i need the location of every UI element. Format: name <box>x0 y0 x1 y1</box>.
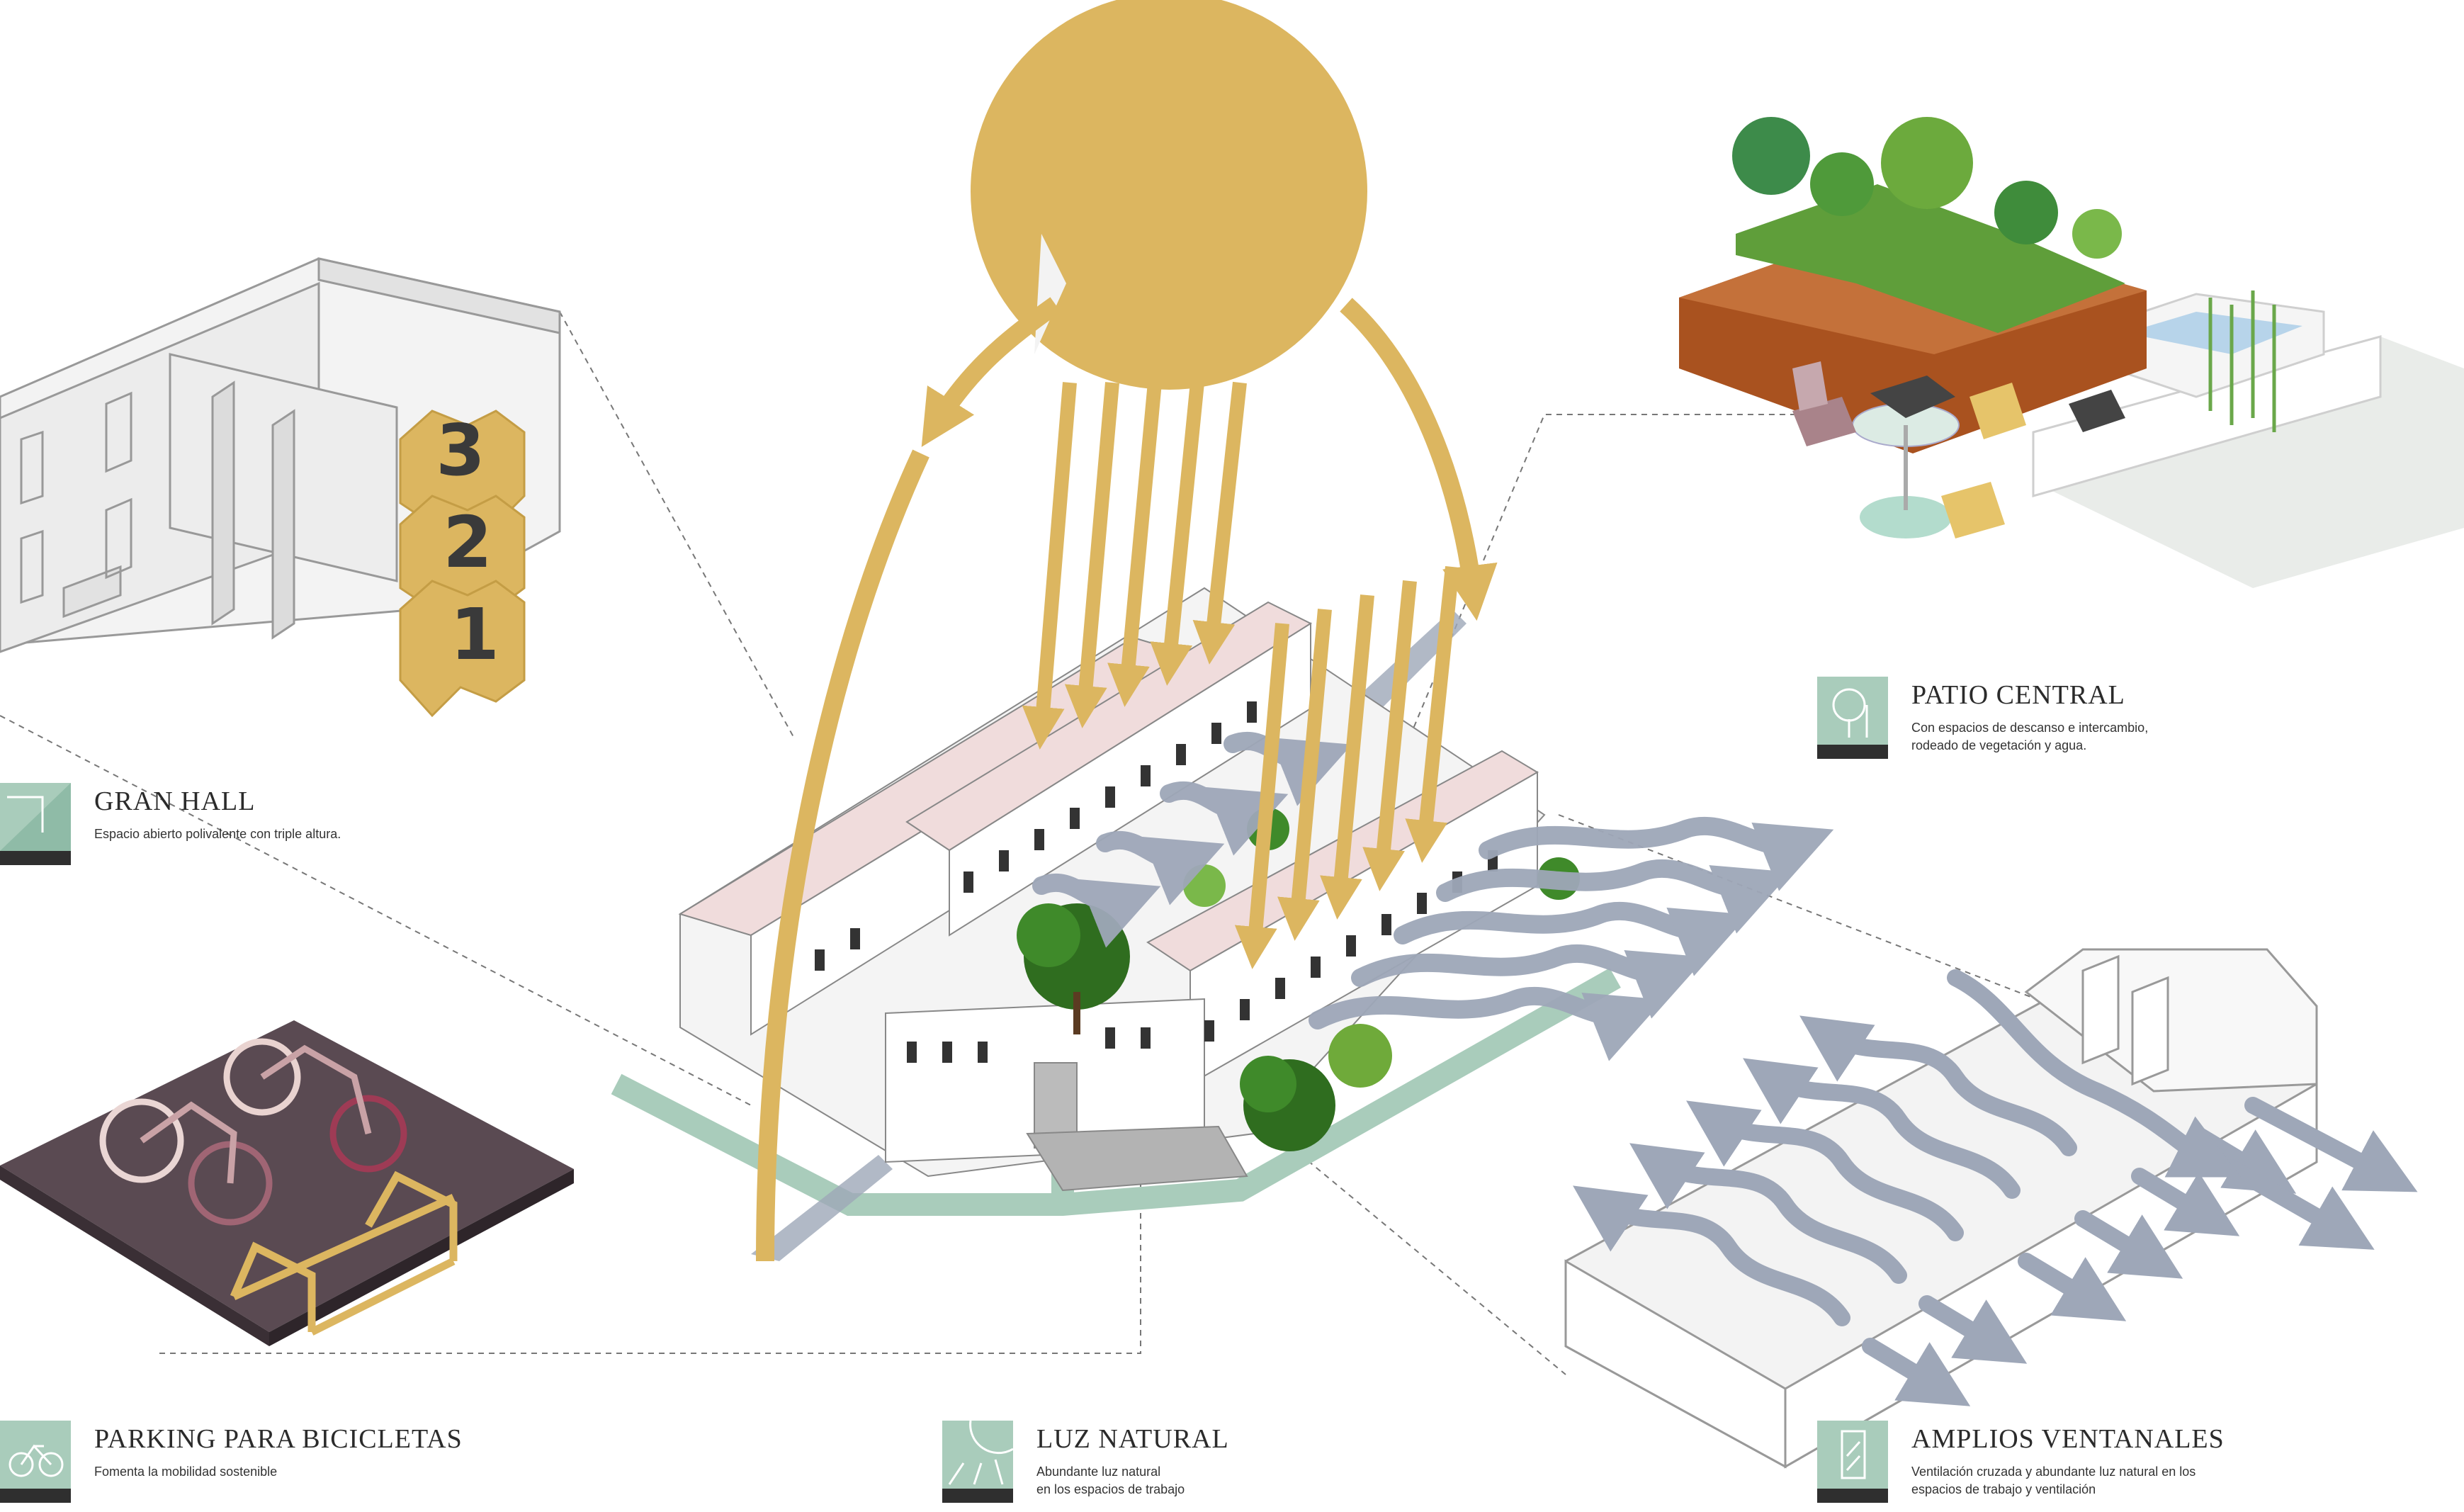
main-building <box>678 587 1546 1192</box>
card-patio-central: PATIO CENTRAL Con espacios de descanso e… <box>1817 677 2455 769</box>
parking-title: PARKING PARA BICICLETAS <box>94 1424 463 1454</box>
luz-natural-description: Abundante luz natural en los espacios de… <box>1036 1465 1185 1496</box>
card-gran-hall: GRAN HALL Espacio abierto polivalente co… <box>0 783 496 875</box>
sun-icon <box>942 1421 1013 1503</box>
gran-hall-description: Espacio abierto polivalente con triple a… <box>94 827 341 841</box>
patio-central-description: Con espacios de descanso e intercambio, … <box>1911 721 2149 752</box>
parking-description: Fomenta la mobilidad sostenible <box>94 1465 278 1479</box>
ventanales-description: Ventilación cruzada y abundante luz natu… <box>1911 1465 2196 1496</box>
sun-arc-left-tall <box>756 449 929 1262</box>
sun-arcs <box>921 297 1498 621</box>
wind-arrows-plan <box>1573 969 2418 1406</box>
gran-hall-title: GRAN HALL <box>94 786 256 816</box>
ground-strip <box>751 1155 893 1261</box>
hall-icon <box>0 783 71 865</box>
floor-number-1: 1 <box>450 593 499 676</box>
floor-tiles: 3 2 1 <box>399 409 526 718</box>
building-windows <box>779 701 1498 1063</box>
bicycle-icon <box>0 1421 71 1503</box>
wind-arrows-building <box>1032 731 1834 1061</box>
patio-illustration <box>1679 117 2464 588</box>
sun-rays <box>1022 381 1459 969</box>
card-ventanales: AMPLIOS VENTANALES Ventilación cruzada y… <box>1817 1421 2455 1512</box>
patio-central-title: PATIO CENTRAL <box>1911 680 2125 710</box>
card-luz-natural: LUZ NATURAL Abundante luz natural en los… <box>942 1421 1438 1512</box>
floor-number-3: 3 <box>436 409 485 492</box>
window-icon <box>1817 1421 1888 1503</box>
card-parking: PARKING PARA BICICLETAS Fomenta la mobil… <box>0 1421 638 1512</box>
tree-icon <box>1817 677 1888 759</box>
parking-illustration <box>0 1020 574 1346</box>
floor-number-2: 2 <box>443 501 492 584</box>
sun <box>971 0 1367 390</box>
ventanales-title: AMPLIOS VENTANALES <box>1911 1424 2225 1454</box>
luz-natural-title: LUZ NATURAL <box>1036 1424 1229 1454</box>
